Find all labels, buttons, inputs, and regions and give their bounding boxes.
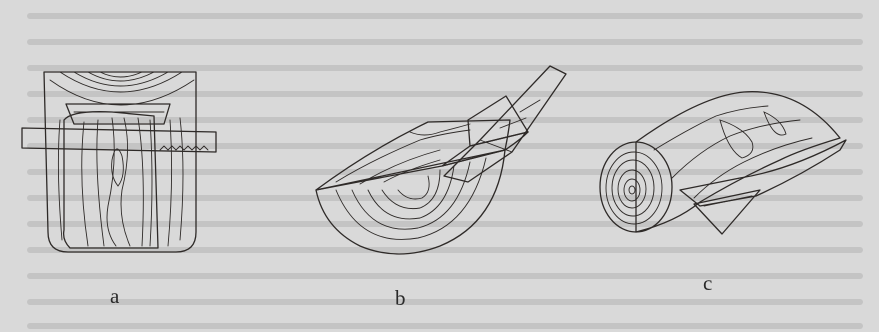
- background-text-lines: [30, 16, 860, 326]
- end-grain-rings: [50, 72, 194, 105]
- figure-label-a: a: [110, 284, 119, 309]
- figure-c-rotary-log: [600, 92, 846, 234]
- sliced-veneer-sheet: [442, 96, 528, 166]
- end-grain-rings: [606, 152, 662, 224]
- sawn-veneer-sheet: [64, 112, 158, 248]
- figure-label-c: c: [703, 271, 712, 296]
- figure-label-b: b: [395, 286, 406, 311]
- slicing-knife: [444, 66, 566, 182]
